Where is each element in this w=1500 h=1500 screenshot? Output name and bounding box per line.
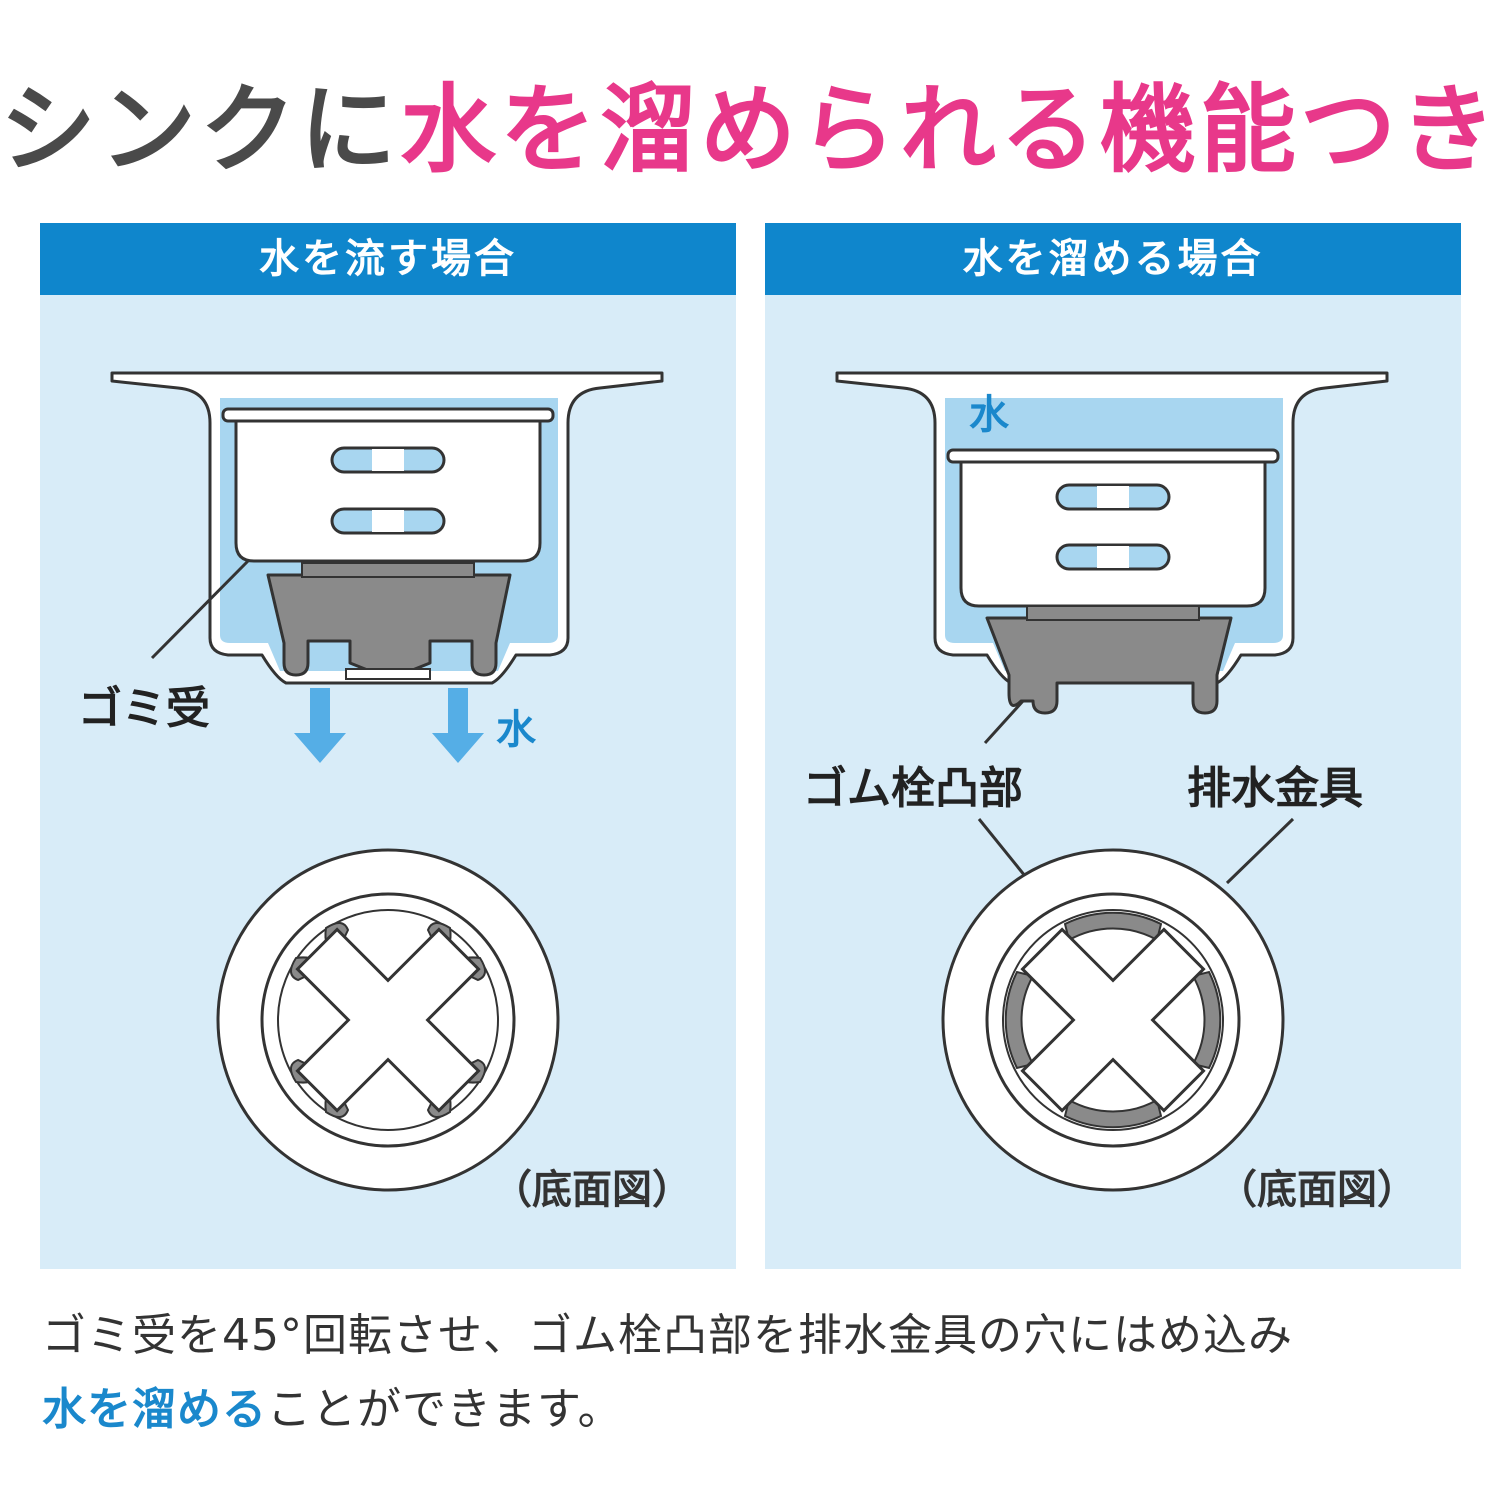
basket-leader [150,559,250,660]
caption-rest: ことができます。 [267,1384,623,1435]
basket-body [234,419,542,563]
water-arrow-icon [432,688,484,763]
fitting-label: 排水金具 [1187,763,1363,814]
stopper-label: ゴム栓凸部 [803,763,1023,814]
basket-slot-bar [1097,546,1129,568]
bottom-view-label: （底面図） [492,1167,692,1213]
rubber-stopper [985,616,1233,715]
water-label: 水 [496,707,537,753]
page-title-accent: 水を溜められる機能つき [400,74,1500,186]
water-arrow-icon [294,688,346,763]
fitting-leader [1225,817,1295,885]
drain-bottom-view [941,848,1285,1192]
drain-bottom-view [216,848,560,1192]
stopper-leader [983,699,1025,745]
basket-rim [221,407,555,423]
panel-store: 水を溜める場合 水 ゴム栓凸部 排水金具 [765,223,1461,1269]
caption-strong: 水を溜める [42,1384,267,1435]
stopper-top [1026,605,1200,621]
stopper-top [301,562,475,578]
panel-flow-header: 水を流す場合 [40,223,736,295]
store-diagram: 水 ゴム栓凸部 排水金具 （底面図） [803,371,1417,1213]
drain-plate [345,668,431,680]
caption-line-2: 水を溜めることができます。 [42,1380,1482,1440]
basket-slot-bar [372,510,404,532]
page-title-lead: シンクに [0,74,400,186]
basket-label: ゴミ受 [78,683,210,734]
page-title: シンクに水を溜められる機能つき [0,70,1500,190]
basket-rim [946,448,1280,464]
bottom-view-label: （底面図） [1217,1167,1417,1213]
flow-diagram: ゴミ受 水 （底面図） [78,371,692,1213]
caption-line-1: ゴミ受を45°回転させ、ゴム栓凸部を排水金具の穴にはめ込み [42,1310,1293,1361]
basket-body [959,460,1267,608]
rubber-stopper [266,573,512,677]
basket-slot-bar [372,449,404,471]
panel-store-header: 水を溜める場合 [765,223,1461,295]
panel-flow: 水を流す場合 ゴミ受 水 [40,223,736,1269]
basket-slot-bar [1097,486,1129,508]
water-label: 水 [969,392,1010,438]
